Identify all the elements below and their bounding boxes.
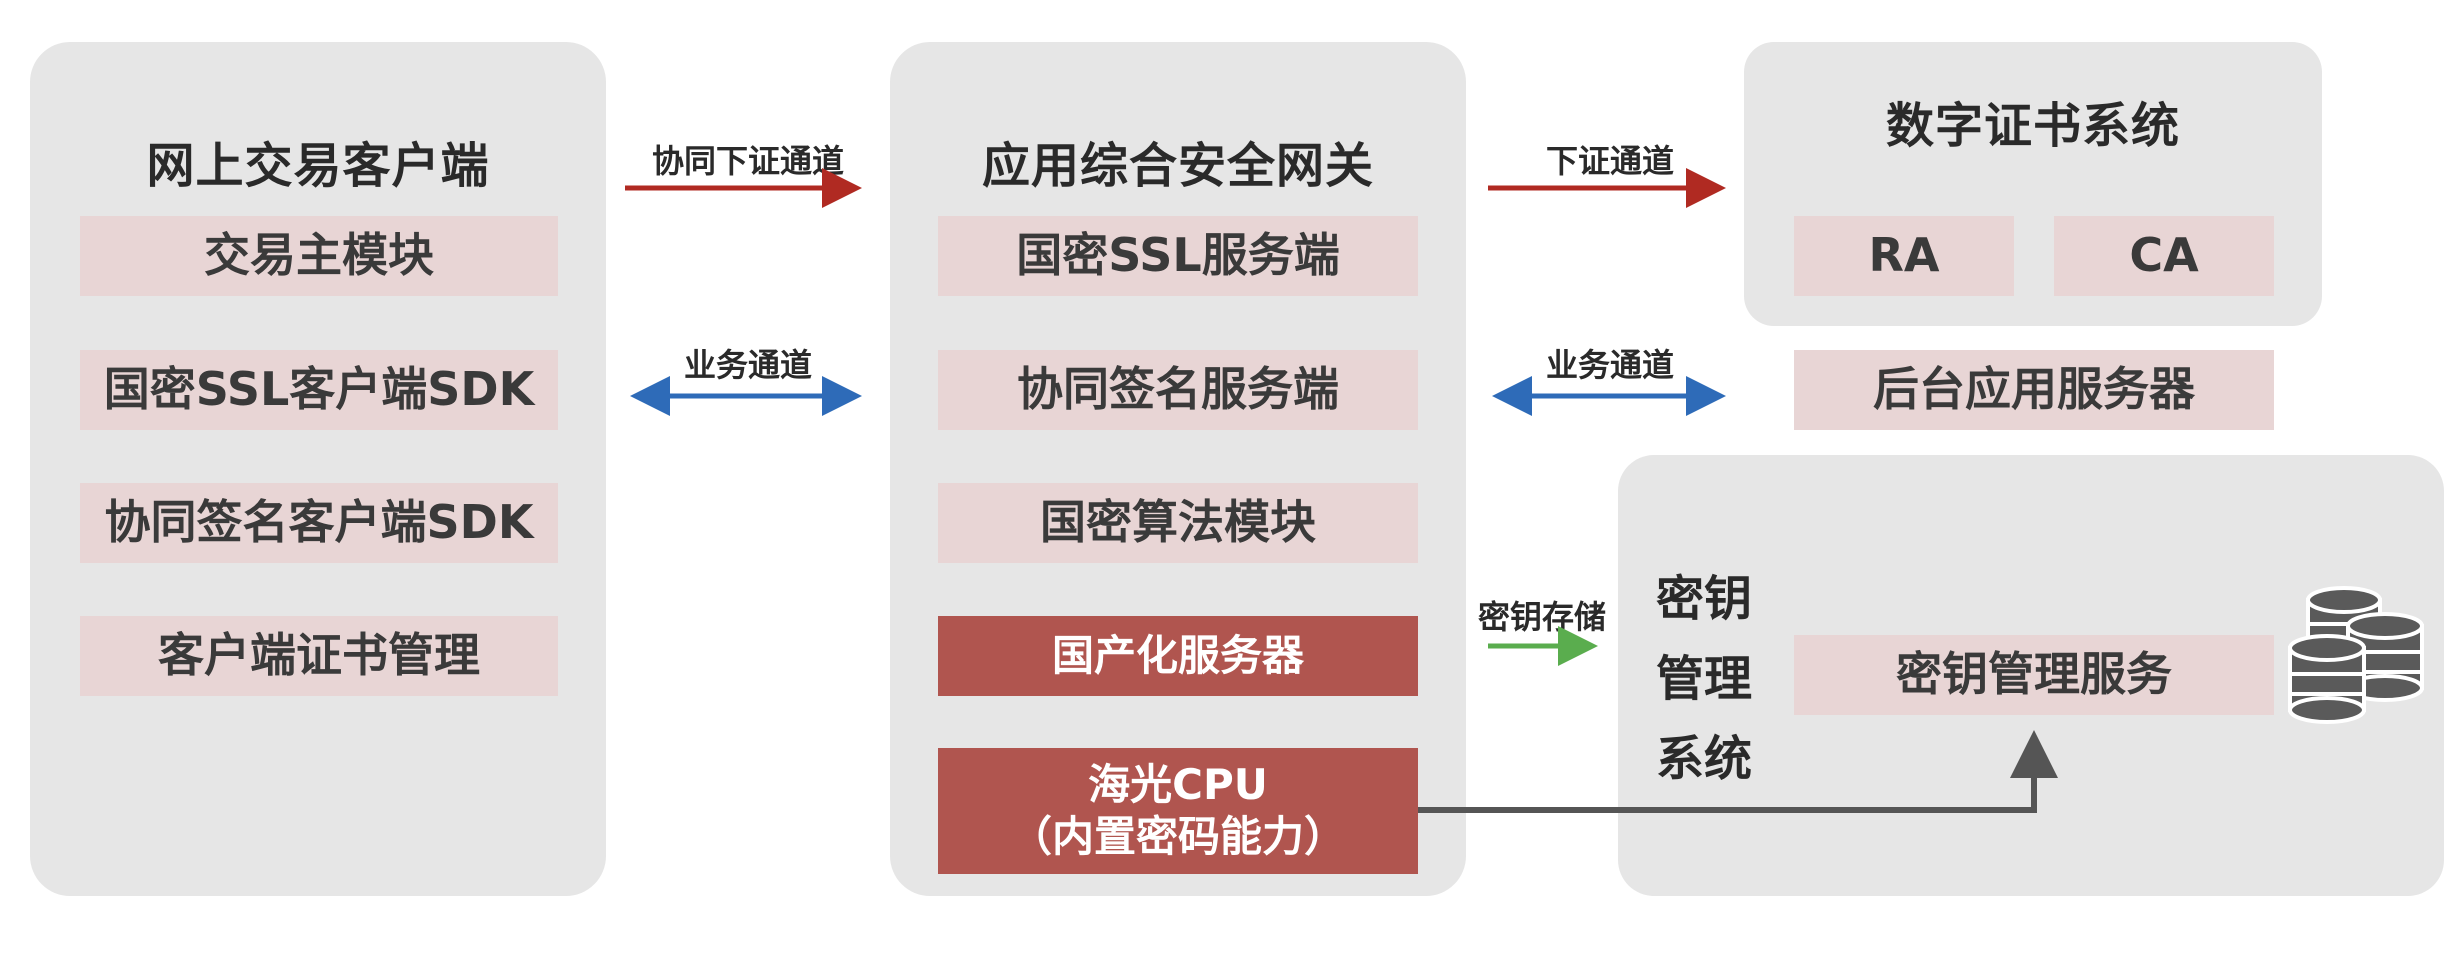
arrow-label-cert-issue: 下证通道 xyxy=(1545,142,1674,180)
cert-system-title: 数字证书系统 xyxy=(1885,98,2180,154)
client-item-cosign-sdk: 协同签名客户端SDK xyxy=(80,483,558,563)
cpu-label-line1: 海光CPU xyxy=(1088,759,1268,809)
gateway-hygon-cpu: 海光CPU （内置密码能力） xyxy=(938,748,1418,874)
kms-title-line3: 系统 xyxy=(1656,731,1753,787)
client-item-cert-management: 客户端证书管理 xyxy=(80,616,558,696)
client-panel-title: 网上交易客户端 xyxy=(146,138,490,194)
gateway-item-cosign-server: 协同签名服务端 xyxy=(938,350,1418,430)
gateway-domestic-server: 国产化服务器 xyxy=(938,616,1418,696)
arrow-cpu-to-kms xyxy=(1418,730,2058,813)
gateway-panel-title: 应用综合安全网关 xyxy=(981,138,1374,194)
kms-title-line2: 管理 xyxy=(1656,651,1753,707)
kms-title-line1: 密钥 xyxy=(1656,571,1753,627)
client-panel: 网上交易客户端 交易主模块 国密SSL客户端SDK 协同签名客户端SDK 客户端… xyxy=(30,42,606,896)
cert-system-panel: 数字证书系统 RA CA xyxy=(1744,42,2322,326)
client-item-trading-module: 交易主模块 xyxy=(80,216,558,296)
client-item-ssl-sdk: 国密SSL客户端SDK xyxy=(80,350,558,430)
cert-system-ra: RA xyxy=(1794,216,2014,296)
kms-service: 密钥管理服务 xyxy=(1794,635,2274,715)
arrow-label-cooperative-cert: 协同下证通道 xyxy=(651,142,844,180)
gateway-item-crypto-module: 国密算法模块 xyxy=(938,483,1418,563)
database-icon xyxy=(2288,586,2424,724)
backend-app-server: 后台应用服务器 xyxy=(1794,350,2274,430)
cert-system-ca: CA xyxy=(2054,216,2274,296)
cpu-label-line2: （内置密码能力） xyxy=(1009,812,1346,861)
gateway-item-ssl-server: 国密SSL服务端 xyxy=(938,216,1418,296)
gateway-panel: 应用综合安全网关 国密SSL服务端 协同签名服务端 国密算法模块 国产化服务器 … xyxy=(890,42,1466,896)
